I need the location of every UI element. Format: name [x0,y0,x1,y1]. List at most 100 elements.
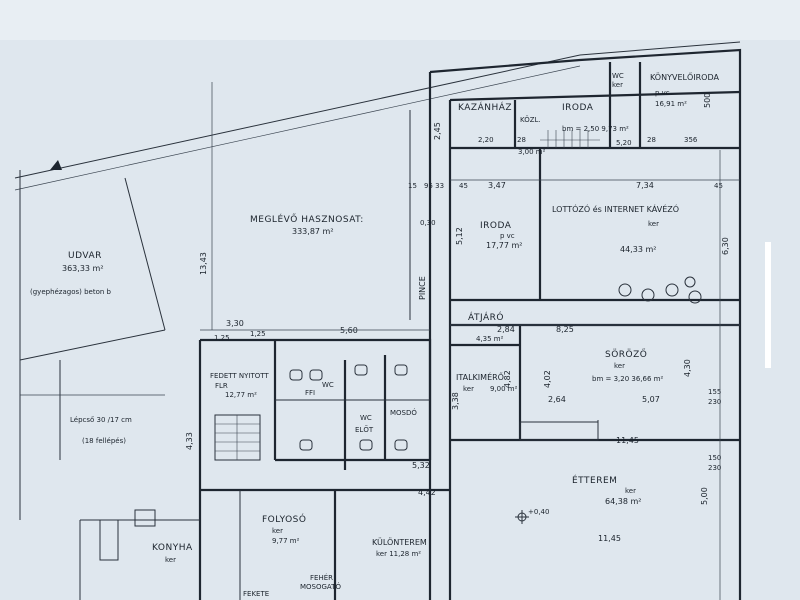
toilet-fixture [394,439,408,451]
dim-230-a: 230 [708,398,721,406]
property-boundary-line-2 [14,65,581,191]
dim-1-25-b: 1,25 [250,330,266,338]
room-feher: FEHÉR [310,573,333,582]
property-boundary-top [579,41,741,56]
edge-marker [765,242,771,368]
room-meglevo-area: 333,87 m² [292,227,334,236]
toilet-fixture [359,439,373,451]
dim-11-45-b: 11,45 [598,534,621,543]
dim-2-64: 2,64 [548,395,566,404]
room-udvar: UDVAR [68,251,102,261]
room-udvar-note: (gyephézagos) beton b [30,288,112,296]
staircase [214,414,261,461]
room-fedett-area: 12,77 m² [225,391,257,399]
room-fedett: FEDETT NYITOTT [210,372,269,380]
dim-5-20: 5,20 [616,139,632,147]
dim-5-12: 5,12 [455,227,464,245]
room-italkimero-sub: ker [463,385,474,393]
room-folyoso-area: 9,77 m² [272,537,300,545]
room-iroda-mid-sub: p vc [500,232,515,240]
cafe-table [688,290,702,304]
dim-5-60: 5,60 [340,326,358,335]
room-kozl: KÖZL. [520,115,541,124]
cafe-table [618,283,632,297]
dim-3-38: 3,38 [451,392,460,410]
dim-230-b: 230 [708,464,721,472]
room-eloter: ELŐT [355,425,374,434]
room-lottozo-area: 44,33 m² [620,245,656,254]
room-sorozo: SÖRÖZŐ [605,349,647,360]
dim-11-45-a: 11,45 [616,436,639,445]
dim-28-a: 28 [517,136,526,144]
room-wc-top-sub: ker [612,81,623,89]
toilet-fixture [394,364,408,376]
toilet-fixture [289,369,303,381]
room-iroda-mid: IRODA [480,221,512,231]
dim-95-33: 95 33 [424,182,444,190]
dim-500-top: 500 [703,93,712,108]
dim-28-b: 28 [647,136,656,144]
room-fekete: FEKETE [243,590,269,598]
dim-13-43: 13,43 [199,252,208,275]
room-kulonterem-area: ker 11,28 m² [376,550,421,558]
cafe-table [684,276,696,288]
toilet-fixture [354,364,368,376]
dim-3-47: 3,47 [488,181,506,190]
room-etterem-sub: ker [625,487,636,495]
room-wc-mid2: WC [360,414,372,422]
courtyard-bottom-edge [19,329,166,361]
room-etterem-area: 64,38 m² [605,497,641,506]
dim-356: 356 [684,136,698,144]
toilet-fixture [309,369,323,381]
dim-7-34: 7,34 [636,181,654,190]
dim-4-02: 4,02 [543,370,552,388]
cafe-table [641,288,655,302]
dim-5-00: 5,00 [700,487,709,505]
room-wc-mid: WC [322,381,334,389]
room-kulonterem: KÜLÖNTEREM [372,537,427,547]
room-kazanhaz: KAZÁNHÁZ [458,101,512,113]
room-etterem: ÉTTEREM [572,474,617,486]
room-mosogato: MOSOGATÓ [300,582,341,591]
toilet-fixture [299,439,313,451]
dim-level-040: +0,40 [528,508,549,516]
north-arrow-icon [50,160,62,170]
cafe-table [665,283,679,297]
room-sorozo-area: bm = 3,20 36,66 m² [592,375,663,383]
room-konyveloiroda-sub: p vc [655,89,670,97]
dim-6-30: 6,30 [721,237,730,255]
room-pince: PINCE [418,276,427,300]
stair-note: Lépcső 30 /17 cm [70,415,132,424]
dim-4-42: 4,42 [418,488,436,497]
dim-155: 155 [708,388,721,396]
room-iroda-mid-area: 17,77 m² [486,241,522,250]
dim-8-25: 8,25 [556,325,574,334]
room-folyoso: FOLYOSÓ [262,513,306,525]
dim-45-a: 45 [459,182,468,190]
room-italkimero-area: 9,00 m² [490,385,518,393]
room-konyveloiroda: KÖNYVELŐIRODA [650,72,719,82]
room-meglevo: MEGLÉVŐ HASZNOSAT: [250,213,364,225]
room-folyoso-sub: ker [272,527,283,535]
room-konyveloiroda-area: 16,91 m² [655,100,687,108]
dim-4-33: 4,33 [185,432,194,450]
dim-2-20: 2,20 [478,136,494,144]
dim-1-25-a: 1,25 [214,334,230,342]
dim-0-30: 0,30 [420,219,436,227]
dim-15: 15 [408,182,417,190]
property-boundary-line [14,54,581,179]
paper-top-band [0,0,800,40]
room-atjaro-area: 4,35 m² [476,335,504,343]
room-mosdo: MOSDÓ [390,408,417,417]
dim-3-30: 3,30 [226,319,244,328]
kitchen-sink [134,509,156,527]
dim-2-84: 2,84 [497,325,515,334]
room-fedett-sub: FLR [215,382,228,390]
dim-2-45: 2,45 [433,122,442,140]
room-italkimero: ITALKIMÉRŐ [456,371,504,382]
courtyard-diagonal-edge [124,177,166,331]
room-udvar-area: 363,33 m² [62,264,104,273]
left-wing-top [200,338,432,460]
dim-4-82: 4,82 [503,370,512,388]
dim-3-00: 3,00 m² [518,148,546,156]
